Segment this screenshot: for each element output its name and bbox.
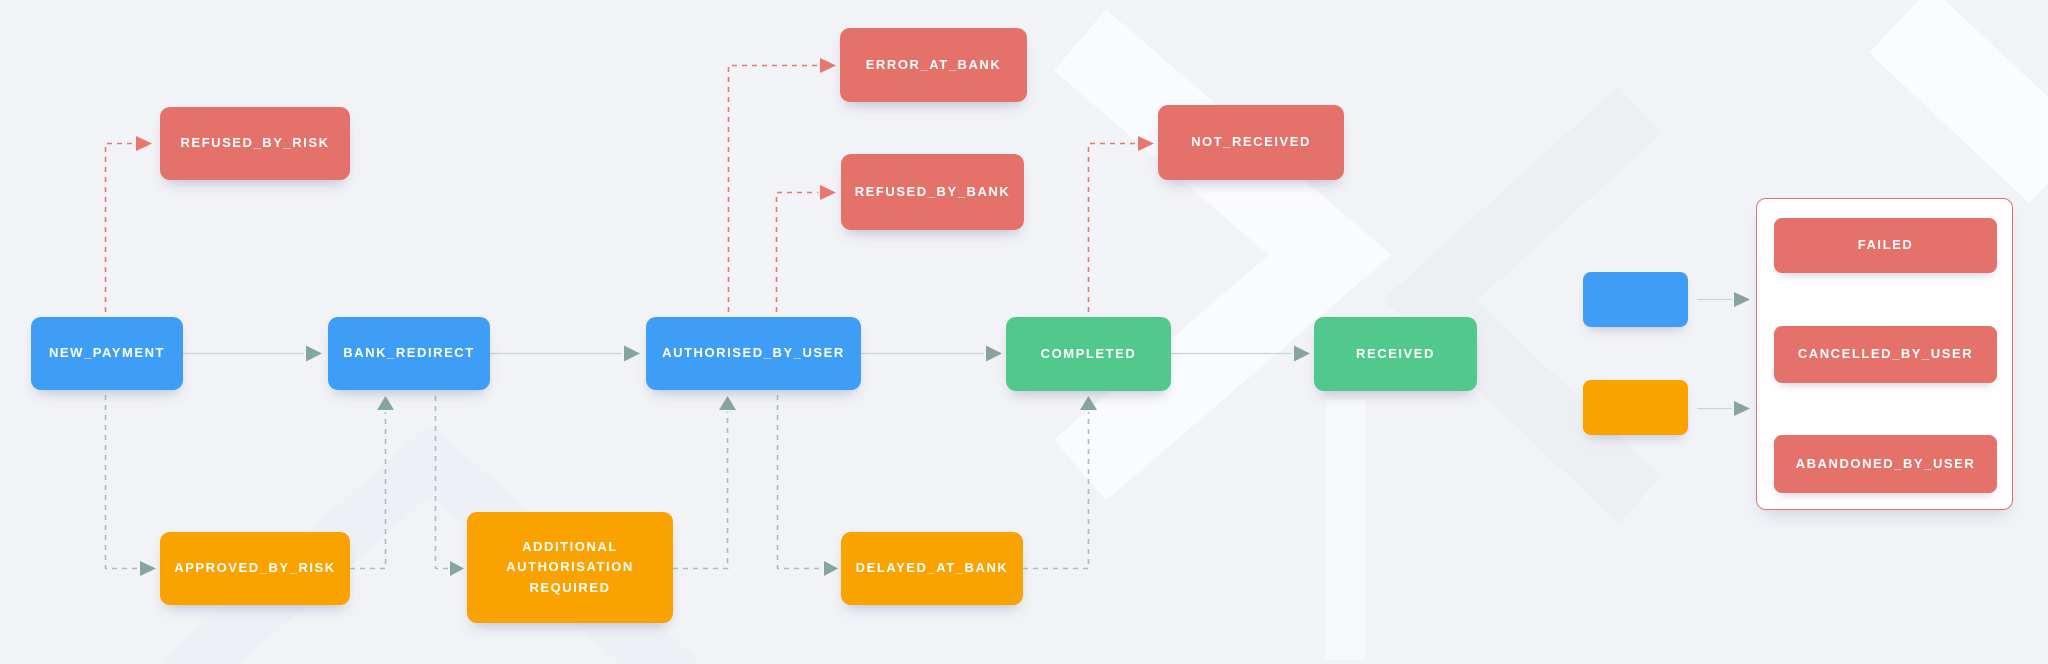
- connector-approved-by-risk-to-bank-redirect: [350, 396, 394, 570]
- node-abandoned-by-user: ABANDONED_BY_USER: [1774, 435, 1997, 493]
- arrowhead-icon: [1734, 401, 1750, 416]
- connector-bank-redirect-to-additional-authorisation: [434, 396, 464, 576]
- node-completed: COMPLETED: [1006, 317, 1171, 391]
- arrowhead-icon: [986, 345, 1002, 362]
- connector-new-payment-to-approved-by-risk: [104, 395, 156, 576]
- arrowhead-icon: [140, 561, 156, 576]
- node-new-payment: NEW_PAYMENT: [31, 317, 183, 390]
- node-cancelled-by-user: CANCELLED_BY_USER: [1774, 326, 1997, 383]
- legend-orange-swatch: [1583, 380, 1688, 435]
- arrowhead-icon: [306, 345, 322, 362]
- connector-completed-to-received: [1171, 345, 1310, 362]
- node-failed: FAILED: [1774, 218, 1997, 273]
- connector-orange-swatch-to-panel: [1697, 401, 1750, 416]
- legend-blue-swatch: [1583, 272, 1688, 327]
- node-delayed-at-bank: DELAYED_AT_BANK: [841, 532, 1023, 605]
- arrowhead-icon: [136, 136, 152, 151]
- node-additional-authorisation-required: ADDITIONAL AUTHORISATION REQUIRED: [467, 512, 673, 623]
- connector-authorised-to-refused-by-bank: [775, 185, 836, 312]
- arrowhead-icon: [1138, 136, 1154, 151]
- arrowhead-icon: [450, 561, 464, 576]
- arrowhead-icon: [1080, 396, 1097, 410]
- connector-completed-to-not-received: [1087, 136, 1154, 312]
- connector-authorised-to-delayed-at-bank: [776, 395, 838, 576]
- connector-new-payment-to-refused-by-risk: [104, 136, 152, 312]
- connector-delayed-at-bank-to-completed: [1023, 396, 1097, 570]
- connector-additional-authorisation-to-authorised: [673, 396, 736, 570]
- arrowhead-icon: [1294, 345, 1310, 362]
- connector-authorised-to-error-at-bank: [727, 58, 836, 312]
- node-error-at-bank: ERROR_AT_BANK: [840, 28, 1027, 102]
- legend-outcome-panel: FAILED CANCELLED_BY_USER ABANDONED_BY_US…: [1756, 198, 2013, 510]
- node-authorised-by-user: AUTHORISED_BY_USER: [646, 317, 861, 390]
- node-bank-redirect: BANK_REDIRECT: [328, 317, 490, 390]
- arrowhead-icon: [820, 185, 836, 200]
- node-refused-by-bank: REFUSED_BY_BANK: [841, 154, 1024, 230]
- node-refused-by-risk: REFUSED_BY_RISK: [160, 107, 350, 180]
- node-received: RECEIVED: [1314, 317, 1477, 391]
- arrowhead-icon: [624, 345, 640, 362]
- arrowhead-icon: [377, 396, 394, 410]
- arrowhead-icon: [824, 561, 838, 576]
- node-approved-by-risk: APPROVED_BY_RISK: [160, 532, 350, 605]
- connector-authorised-to-completed: [861, 345, 1002, 362]
- connector-bank-redirect-to-authorised: [490, 345, 640, 362]
- arrowhead-icon: [820, 58, 836, 73]
- connector-new-payment-to-bank-redirect: [183, 345, 322, 362]
- arrowhead-icon: [719, 396, 736, 410]
- connector-blue-swatch-to-panel: [1697, 292, 1750, 307]
- arrowhead-icon: [1734, 292, 1750, 307]
- node-not-received: NOT_RECEIVED: [1158, 105, 1344, 180]
